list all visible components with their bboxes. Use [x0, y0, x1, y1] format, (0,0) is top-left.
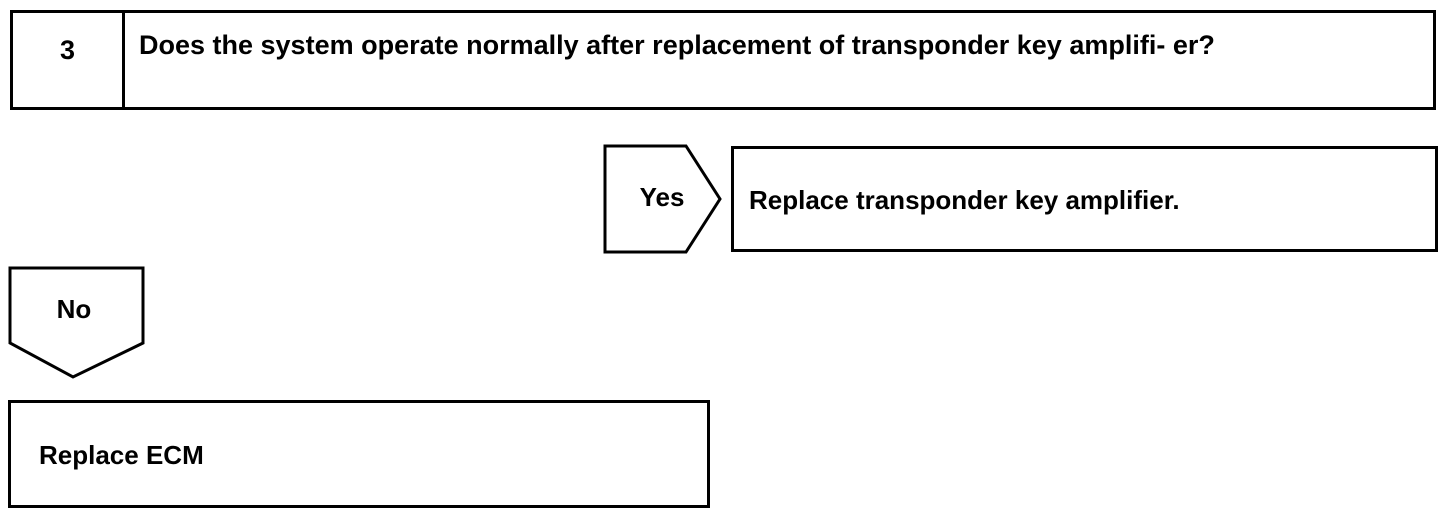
step-box: 3 Does the system operate normally after…: [10, 10, 1436, 110]
step-question: Does the system operate normally after r…: [139, 30, 1215, 60]
no-action-text: Replace ECM: [39, 440, 204, 470]
yes-arrow-label: Yes: [639, 182, 685, 212]
yes-action-text: Replace transponder key amplifier.: [749, 185, 1180, 215]
step-number: 3: [13, 13, 125, 107]
no-action-box: Replace ECM: [8, 400, 710, 508]
yes-arrow-shape: [603, 144, 722, 254]
yes-action-box: Replace transponder key amplifier.: [731, 146, 1438, 252]
no-arrow-shape: [8, 266, 145, 379]
no-arrow-label: No: [56, 294, 92, 324]
